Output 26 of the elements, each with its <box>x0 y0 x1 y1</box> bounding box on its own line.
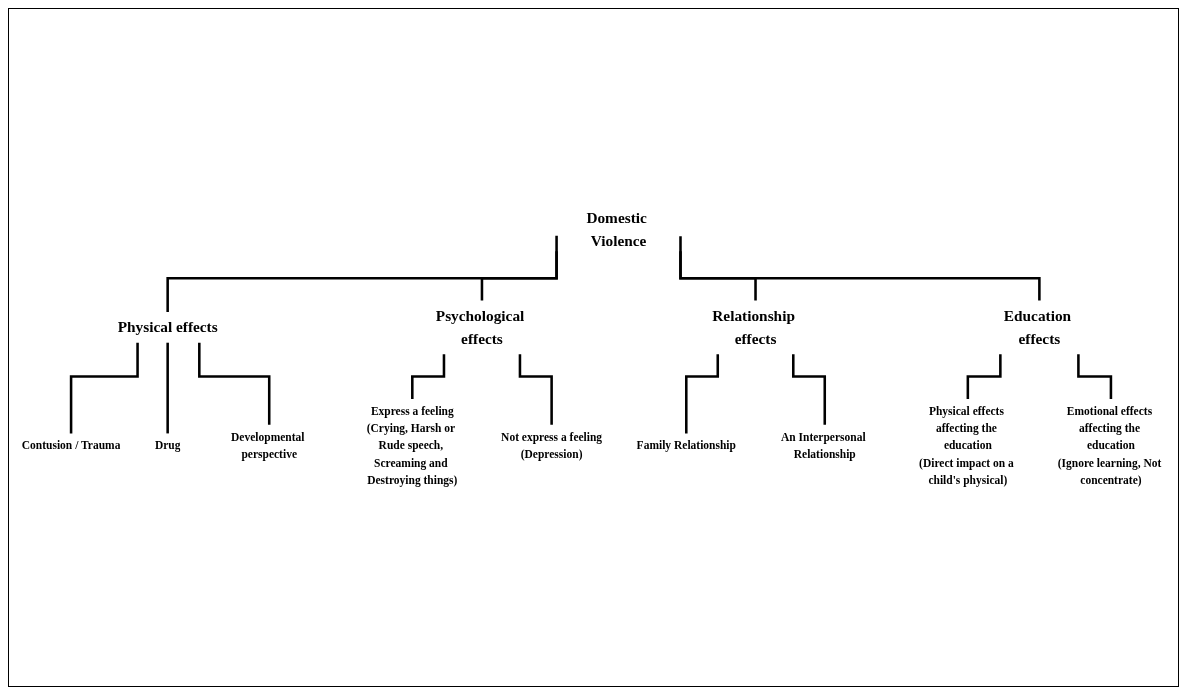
connector <box>685 354 720 435</box>
node-text: Domestic Violence <box>586 209 647 249</box>
connector <box>166 342 169 435</box>
node-text: Developmental perspective <box>231 430 305 461</box>
connector <box>966 354 1002 401</box>
node-text: Physical effects affecting the education (Direct impact on a child's physical) <box>919 404 1014 487</box>
node-text: Education effects <box>1003 307 1072 348</box>
node-text: Psychological effects <box>435 307 525 348</box>
connector <box>1077 354 1113 401</box>
node-text: Contusion / Trauma <box>21 439 121 452</box>
connector <box>198 342 271 427</box>
node-text: Not express a feeling (Depression) <box>501 430 603 461</box>
connector <box>166 235 558 314</box>
node-text: Drug <box>154 439 181 452</box>
node-text: Relationship effects <box>712 307 795 348</box>
node-text: An Interpersonal Relationship <box>780 430 866 461</box>
node-text: Express a feeling (Crying, Harsh or Rude speech, Screaming and Destroying things) <box>366 404 458 487</box>
connector <box>480 251 558 302</box>
connector <box>69 342 139 435</box>
connector <box>792 354 827 427</box>
node-text: Family Relationship <box>636 439 736 452</box>
node-text: Emotional effects affecting the education (Ignore learning, Not concentrate) <box>1057 404 1162 487</box>
connector <box>411 354 446 401</box>
connector <box>518 354 553 427</box>
connector <box>679 236 1041 302</box>
node-text: Physical effects <box>117 319 218 336</box>
